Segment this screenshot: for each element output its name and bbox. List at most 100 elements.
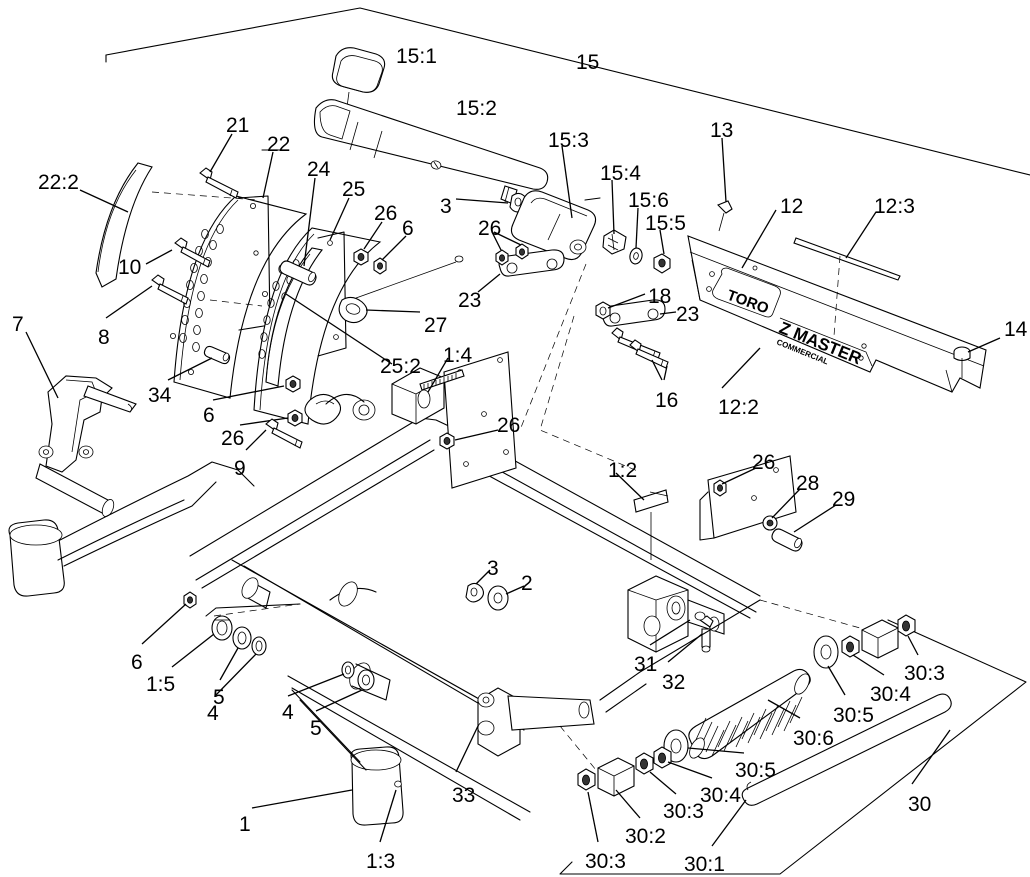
callout-30-3-c-leader <box>587 791 599 843</box>
part-5-washer-b <box>357 669 375 691</box>
part-10-bolt <box>174 237 211 268</box>
callout-1-3-leader <box>379 789 397 843</box>
part-21-bolt <box>199 167 239 199</box>
callout-24: 24 <box>307 158 331 181</box>
callout-24-leader <box>303 177 316 267</box>
callout-12: 12 <box>780 195 804 218</box>
callout-31-leader <box>649 619 691 646</box>
callout-5-b-leader <box>315 689 363 712</box>
part-22-2-trim <box>95 162 153 288</box>
callout-30-4-a: 30:4 <box>870 683 911 706</box>
part-27-pivot-eye <box>338 261 457 324</box>
callout-9-leader <box>245 429 267 451</box>
callout-12-3-leader <box>845 211 877 259</box>
callout-23-a: 23 <box>458 289 482 312</box>
part-34-spacer <box>203 345 231 365</box>
callout-12-2: 12:2 <box>718 396 759 419</box>
callout-15-5-leader <box>659 229 665 255</box>
part-9-bolt <box>265 418 303 449</box>
callout-30-4-b-leader <box>667 761 713 779</box>
part-23-link-lower <box>601 299 666 327</box>
callout-26-b: 26 <box>478 217 502 240</box>
callout-15-4-leader <box>611 179 615 235</box>
callout-29-leader <box>793 504 837 533</box>
callout-15-6-leader <box>635 207 639 249</box>
callout-1-3: 1:3 <box>366 850 396 873</box>
part-30-3-nut-b <box>635 752 654 775</box>
part-30-5-washer-a <box>813 635 839 669</box>
callout-22-2-leader <box>79 189 129 213</box>
callout-7-leader <box>25 331 59 399</box>
callout-6-c-leader <box>141 603 187 645</box>
part-15-3-cylinder <box>510 190 597 261</box>
part-30-4-nut-a <box>841 635 860 658</box>
part-7-bracket <box>35 375 137 517</box>
callout-2-leader <box>505 585 525 595</box>
callout-21-leader <box>209 133 233 173</box>
callout-10: 10 <box>118 256 142 279</box>
part-4-washer-a <box>251 636 267 656</box>
callout-26-e-leader <box>721 467 757 485</box>
part-23-link-upper <box>498 249 565 277</box>
part-30-3-nut-a <box>897 614 916 637</box>
callout-30-leader <box>911 729 951 785</box>
part-26-nut-b-pair <box>495 243 529 266</box>
part-30-6-spring <box>688 668 811 760</box>
callout-6-c: 6 <box>131 651 143 674</box>
part-15-1-grip <box>331 47 386 93</box>
callout-3-a: 3 <box>440 195 452 218</box>
callout-30-2-leader <box>615 789 641 819</box>
part-6-nut-c <box>183 591 197 609</box>
callout-26-a: 26 <box>374 202 398 225</box>
part-26-nut-d <box>439 432 455 450</box>
part-29-spacer <box>771 528 803 552</box>
callout-30-5-a-leader <box>827 665 846 696</box>
callout-23-b-leader <box>659 311 677 315</box>
part-26-nut-c <box>287 409 303 427</box>
callout-6-b: 6 <box>203 404 215 427</box>
callout-27-leader <box>365 309 421 313</box>
callout-30-1-leader <box>711 799 747 847</box>
callout-15-3-leader <box>561 145 573 219</box>
part-26-nut-a <box>353 248 369 266</box>
callout-33: 33 <box>452 784 476 807</box>
ref-line-1 <box>519 263 587 431</box>
callout-1-5-leader <box>171 633 215 668</box>
callout-30-6: 30:6 <box>793 727 834 750</box>
callout-26-d-leader <box>454 429 499 441</box>
part-15-6-washer <box>629 247 643 265</box>
callout-5-a-leader <box>219 647 239 681</box>
callout-30-2: 30:2 <box>625 825 666 848</box>
callout-3-b-leader <box>475 569 491 585</box>
callout-18-leader <box>607 293 646 309</box>
callout-3-leader <box>455 198 509 204</box>
callout-30-5-a: 30:5 <box>833 704 874 727</box>
part-28-washer <box>762 515 778 531</box>
callout-30-5-b-leader <box>687 747 745 754</box>
callout-12-leader <box>741 209 777 269</box>
callout-4-b-leader <box>287 673 345 697</box>
group-15-bracket <box>105 7 1030 176</box>
part-14-knob <box>953 346 971 378</box>
callout-30: 30 <box>908 793 932 816</box>
callout-30-3-b-leader <box>649 771 677 795</box>
callout-6-b-leader <box>212 385 285 401</box>
callout-1-2: 1:2 <box>608 459 638 482</box>
callout-30-5-b: 30:5 <box>735 759 776 782</box>
callout-30-3-c: 30:3 <box>585 850 626 873</box>
callout-33-leader <box>455 725 479 773</box>
callout-25-2-leader <box>285 293 393 365</box>
callout-30-6-leader <box>767 699 801 719</box>
callout-15-4: 15:4 <box>600 162 641 185</box>
part-30-3-nut-c <box>577 768 596 791</box>
callout-5-b: 5 <box>310 717 322 740</box>
callout-29: 29 <box>832 488 856 511</box>
callout-26-c: 26 <box>221 427 245 450</box>
callout-16: 16 <box>655 389 679 412</box>
callout-18: 18 <box>648 285 672 308</box>
callout-25: 25 <box>342 178 366 201</box>
part-30-2-clevis-b <box>597 757 635 797</box>
part-6-nut-b <box>285 375 301 393</box>
callout-30-4-b: 30:4 <box>700 784 741 807</box>
callout-12-3: 12:3 <box>874 195 915 218</box>
